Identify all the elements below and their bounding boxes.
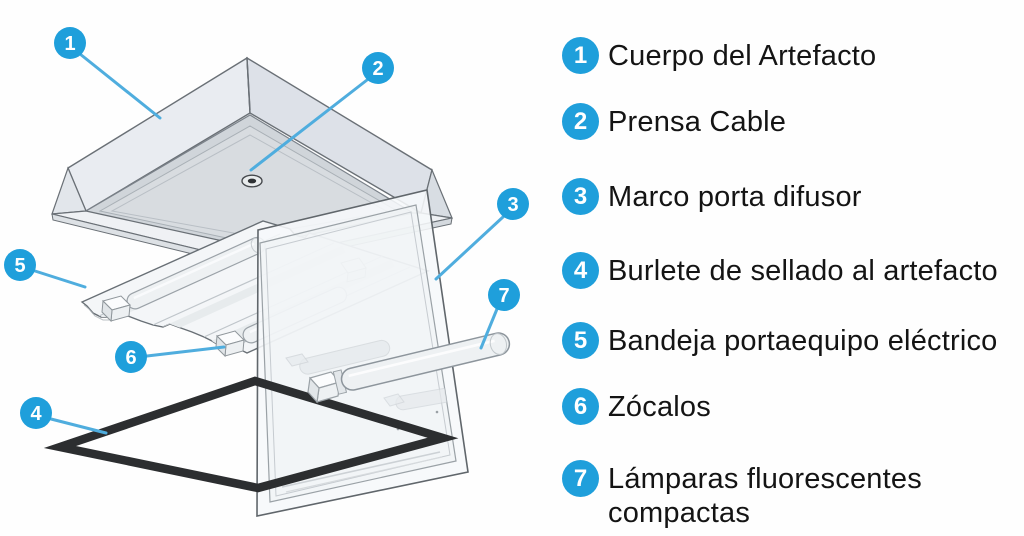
legend-label: Marco porta difusor xyxy=(608,180,862,213)
lamp-socket-7 xyxy=(307,371,342,404)
svg-text:5: 5 xyxy=(14,255,25,277)
legend-number-badge: 4 xyxy=(562,252,599,289)
legend-item-2: 2 Prensa Cable xyxy=(562,103,786,140)
legend-item-5: 5 Bandeja portaequipo eléctrico xyxy=(562,322,998,359)
callout-4: 4 xyxy=(20,397,52,429)
callout-1: 1 xyxy=(54,27,86,59)
legend-item-7: 7 Lámparas fluorescentes compactas xyxy=(562,460,956,530)
callout-7: 7 xyxy=(488,279,520,311)
leader-2 xyxy=(249,78,369,172)
callout-2: 2 xyxy=(362,52,394,84)
legend-item-3: 3 Marco porta difusor xyxy=(562,178,862,215)
callout-6: 6 xyxy=(115,341,147,373)
legend-number-badge: 6 xyxy=(562,388,599,425)
legend-item-1: 1 Cuerpo del Artefacto xyxy=(562,37,876,74)
callout-markers: 1 2 3 4 5 6 7 xyxy=(4,27,529,429)
cable-gland xyxy=(241,174,263,188)
svg-text:2: 2 xyxy=(372,58,383,80)
legend-number-badge: 2 xyxy=(562,103,599,140)
compact-fluorescent-lamp xyxy=(307,332,511,404)
legend-number-badge: 1 xyxy=(562,37,599,74)
legend-number-badge: 5 xyxy=(562,322,599,359)
svg-text:7: 7 xyxy=(498,285,509,307)
legend-item-4: 4 Burlete de sellado al artefacto xyxy=(562,252,998,289)
legend-label: Prensa Cable xyxy=(608,105,787,138)
exploded-view-drawing: 1 2 3 4 5 6 7 xyxy=(4,27,529,517)
legend-label: Burlete de sellado al artefacto xyxy=(608,254,998,287)
legend-label: Lámparas fluorescentes compactas xyxy=(608,463,922,529)
legend-label: Cuerpo del Artefacto xyxy=(608,39,877,72)
svg-text:6: 6 xyxy=(125,347,136,369)
legend-label: Bandeja portaequipo eléctrico xyxy=(608,324,998,357)
legend-item-6: 6 Zócalos xyxy=(562,388,711,425)
leader-3 xyxy=(434,215,505,281)
leader-4 xyxy=(49,417,108,435)
lamp-socket-a xyxy=(101,295,131,323)
callout-3: 3 xyxy=(497,188,529,220)
leader-5 xyxy=(33,269,87,289)
callout-5: 5 xyxy=(4,249,36,281)
leader-1 xyxy=(78,52,162,120)
leader-lines xyxy=(33,52,505,435)
svg-text:1: 1 xyxy=(64,33,75,55)
legend-label: Zócalos xyxy=(608,390,711,423)
leader-7 xyxy=(479,307,499,350)
svg-text:4: 4 xyxy=(30,403,42,425)
leader-6 xyxy=(145,345,226,358)
svg-text:3: 3 xyxy=(507,194,518,216)
sealing-gasket xyxy=(43,376,459,493)
legend-number-badge: 7 xyxy=(562,460,599,497)
legend-number-badge: 3 xyxy=(562,178,599,215)
